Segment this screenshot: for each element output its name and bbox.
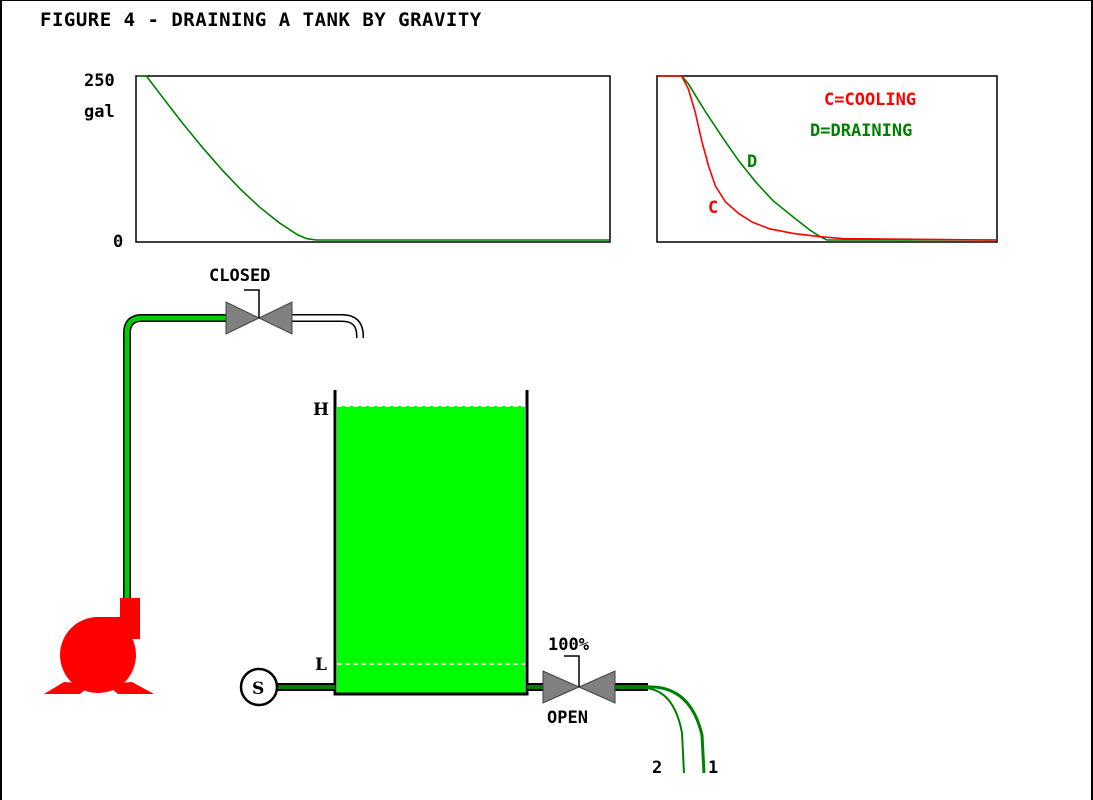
stream-1 bbox=[644, 685, 706, 774]
legend-cooling: C=COOLING bbox=[824, 90, 916, 110]
inlet-valve-status: CLOSED bbox=[209, 266, 270, 286]
series-line-1 bbox=[137, 75, 609, 241]
inlet-valve[interactable]: CLOSED bbox=[209, 266, 293, 335]
chart-1-frame bbox=[135, 75, 611, 243]
tank-liquid bbox=[337, 406, 525, 694]
chart-1: 250 gal 0 bbox=[84, 71, 611, 252]
sensor-label: S bbox=[252, 679, 264, 699]
outlet-pipe: 1 2 bbox=[527, 683, 718, 778]
chart-1-ymax-label: 250 bbox=[84, 71, 115, 91]
low-level-label: L bbox=[315, 655, 327, 675]
chart-1-ymin-label: 0 bbox=[113, 232, 123, 252]
chart-2: C=COOLING D=DRAINING D C bbox=[656, 75, 998, 243]
outlet-valve[interactable]: 100% OPEN bbox=[542, 635, 616, 728]
legend-draining: D=DRAINING bbox=[810, 121, 912, 141]
outlet-valve-percent: 100% bbox=[548, 635, 590, 655]
stream-1-label: 1 bbox=[708, 758, 718, 778]
chart-1-unit-label: gal bbox=[84, 102, 115, 122]
figure-title: FIGURE 4 - DRAINING A TANK BY GRAVITY bbox=[40, 9, 482, 31]
series-c-label: C bbox=[708, 198, 718, 218]
chart-2-frame bbox=[656, 75, 998, 243]
high-level-label: H bbox=[313, 400, 329, 420]
tank: H L bbox=[313, 390, 529, 696]
outlet-valve-status: OPEN bbox=[547, 708, 588, 728]
series-d-label: D bbox=[747, 152, 757, 172]
tank-walls bbox=[333, 390, 529, 696]
sensor[interactable]: S bbox=[239, 667, 335, 707]
stream-2 bbox=[644, 687, 685, 774]
sensor-icon[interactable] bbox=[239, 667, 279, 707]
inlet-pipe bbox=[123, 314, 364, 598]
series-line-C bbox=[658, 75, 997, 241]
stream-2-label: 2 bbox=[652, 758, 662, 778]
pump-icon[interactable] bbox=[44, 598, 154, 694]
